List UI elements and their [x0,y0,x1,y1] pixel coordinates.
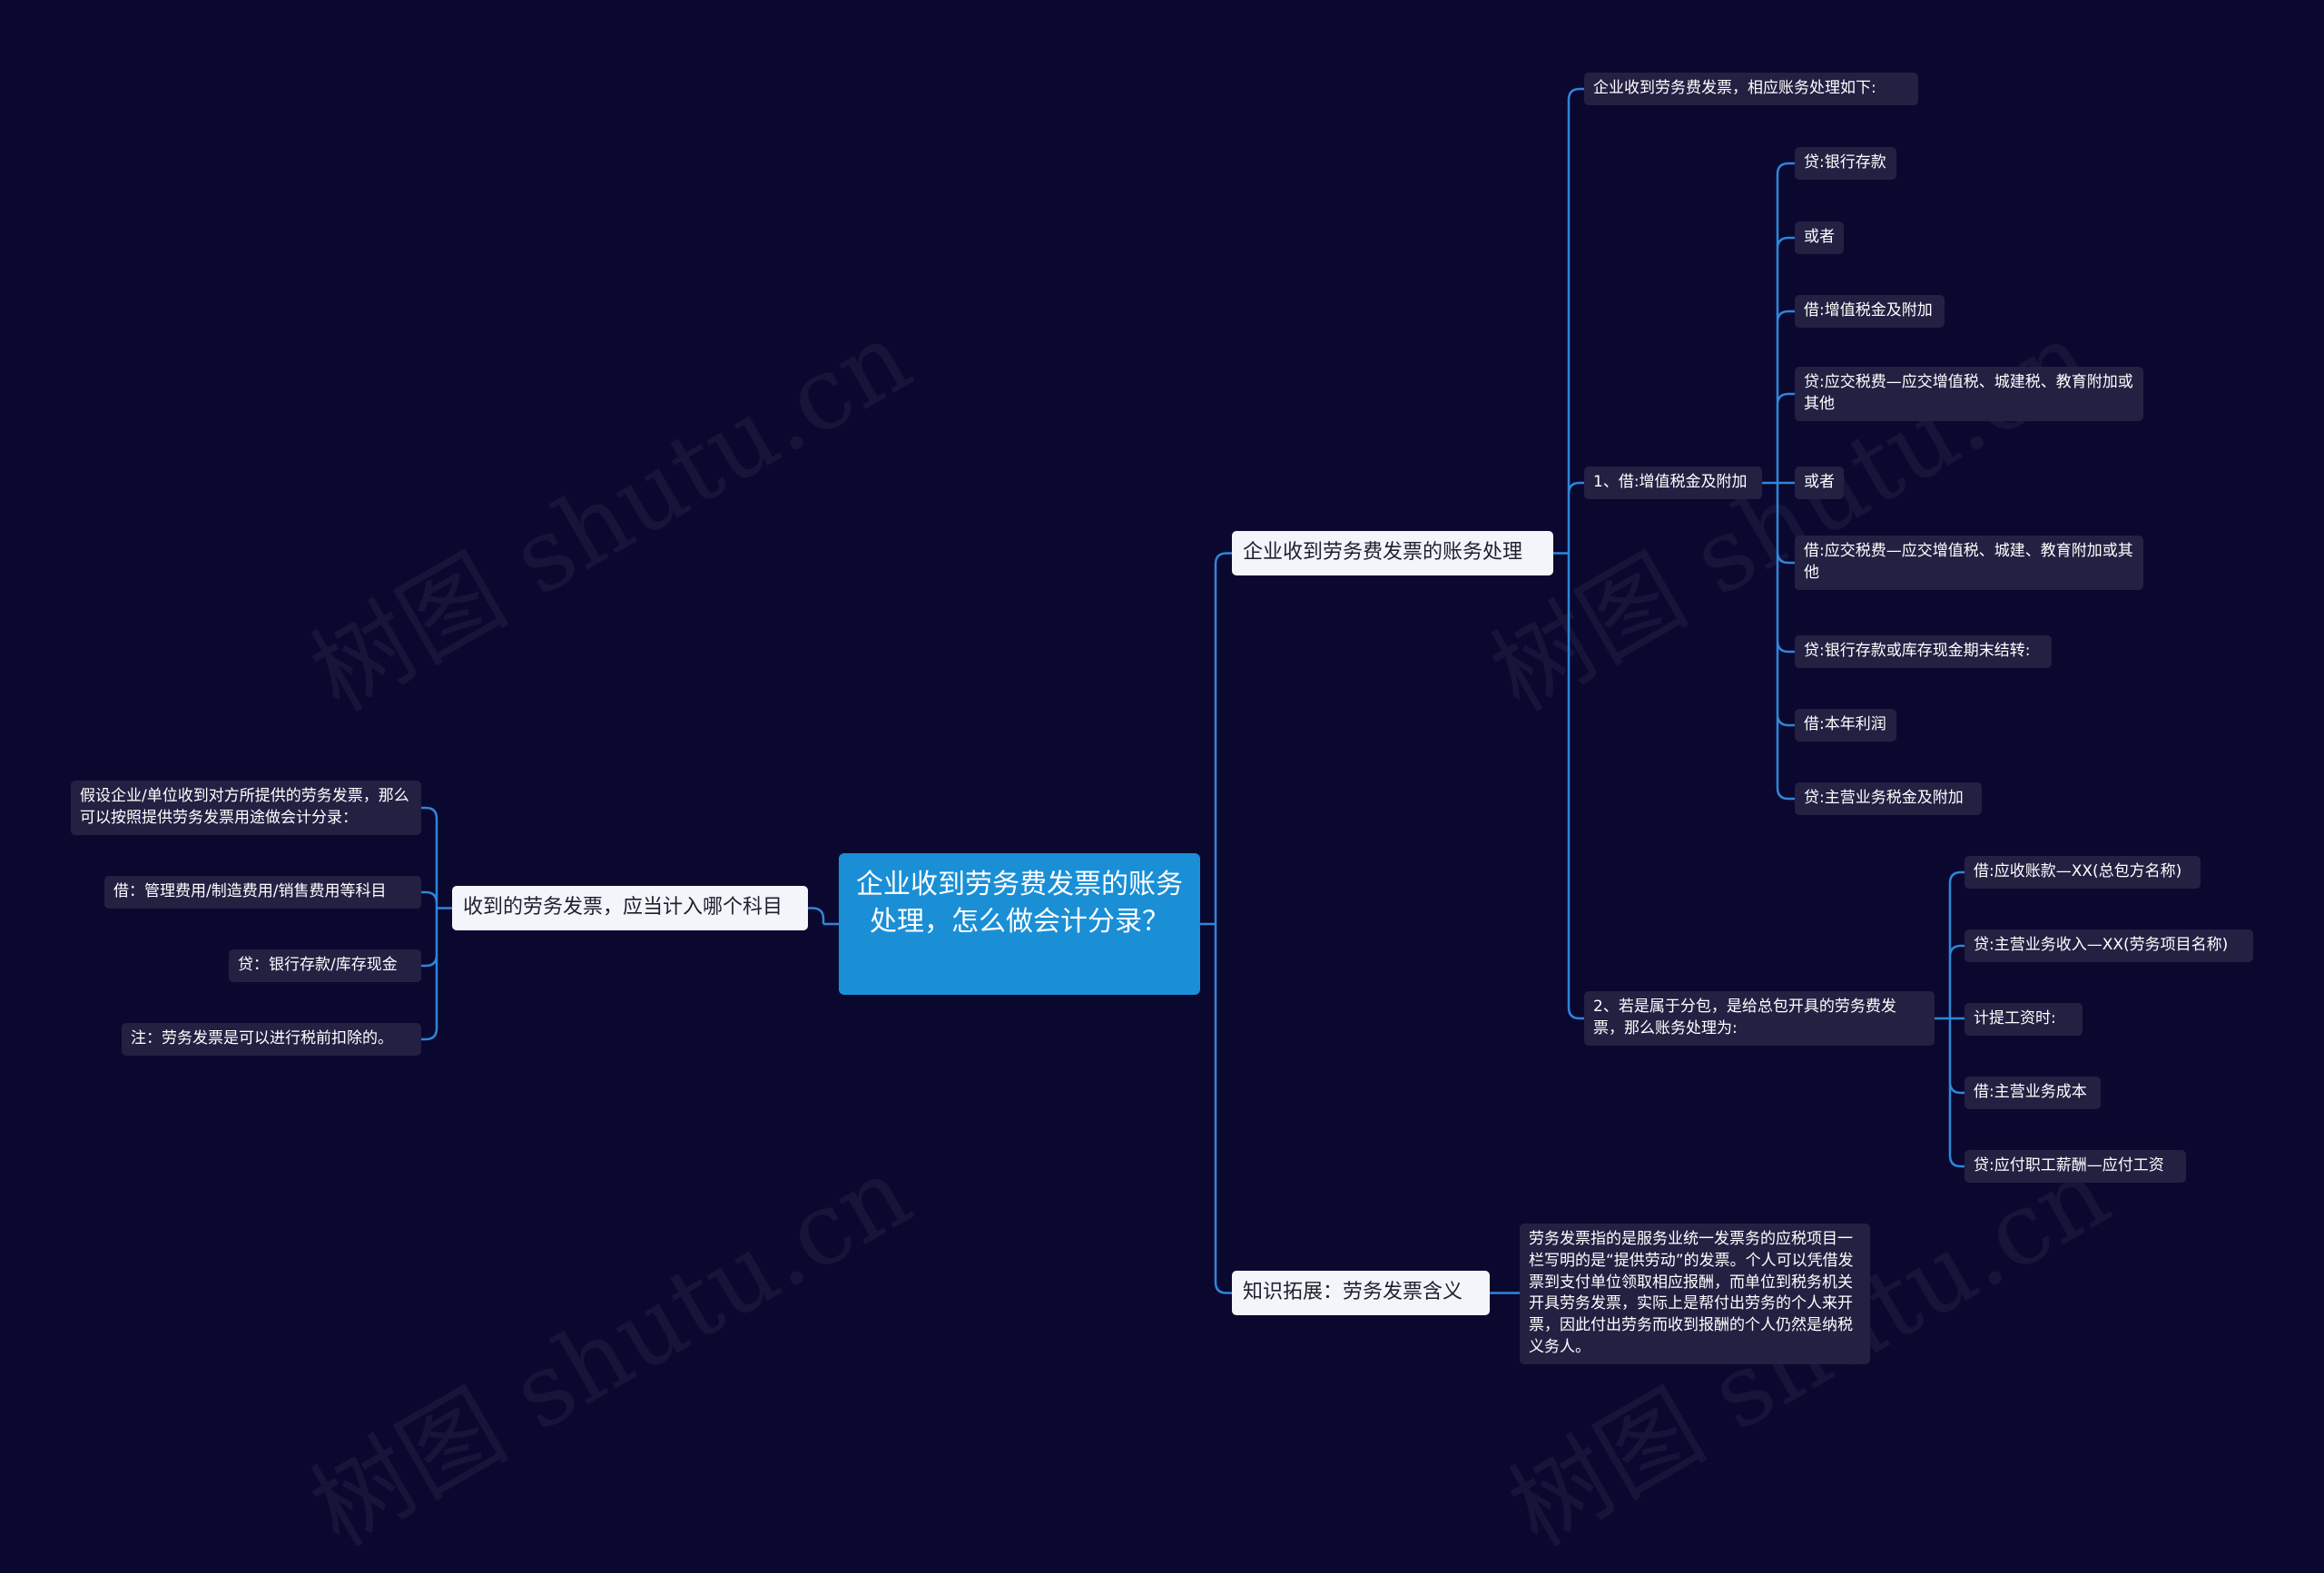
leaf-item1-2[interactable]: 借:增值税金及附加 [1795,295,1945,328]
root-topic-connectors [1200,552,1232,1294]
root-topic-connector-path [808,907,839,926]
leaf-item1-8[interactable]: 贷:主营业务税金及附加 [1795,782,1982,815]
leaf-item2-4[interactable]: 贷:应付职工薪酬—应付工资 [1965,1150,2186,1183]
leaf-item1-7[interactable]: 借:本年利润 [1795,709,1896,742]
topic-left-connectors [421,806,452,1041]
leaf-item2-0[interactable]: 借:应收账款—XX(总包方名称) [1965,856,2201,889]
subtopic-item2[interactable]: 2、若是属于分包，是给总包开具的劳务费发票，那么账务处理为: [1584,991,1935,1046]
leaf-item1-3[interactable]: 贷:应交税费—应交增值税、城建税、教育附加或其他 [1795,367,2143,421]
root-topic[interactable]: 企业收到劳务费发票的账务处理，怎么做会计分录？ [839,853,1200,995]
topic-left[interactable]: 收到的劳务发票，应当计入哪个科目 [452,886,808,930]
leaf-item1-1[interactable]: 或者 [1795,221,1844,254]
leaf-item2-1[interactable]: 贷:主营业务收入—XX(劳务项目名称) [1965,929,2253,962]
leaf-knowledge-detail[interactable]: 劳务发票指的是服务业统一发票务的应税项目一栏写明的是“提供劳动”的发票。个人可以… [1520,1224,1870,1364]
topic-knowledge[interactable]: 知识拓展：劳务发票含义 [1232,1271,1490,1315]
subtopic-item2-connector-path [1935,870,1965,1168]
topic-left-connector-path [421,806,452,1041]
leaf-item1-4[interactable]: 或者 [1795,467,1844,499]
leaf-item2-2[interactable]: 计提工资时: [1965,1003,2083,1036]
leaf-left-2[interactable]: 贷：银行存款/库存现金 [229,949,421,982]
leaf-intro[interactable]: 企业收到劳务费发票，相应账务处理如下: [1584,73,1918,105]
leaf-item1-0[interactable]: 贷:银行存款 [1795,147,1896,180]
connector-lines [421,87,1965,1294]
topic-accounting[interactable]: 企业收到劳务费发票的账务处理 [1232,531,1553,575]
leaf-left-0[interactable]: 假设企业/单位收到对方所提供的劳务发票，那么可以按照提供劳务发票用途做会计分录： [71,781,421,835]
subtopic-item1-connector-path [1762,162,1795,801]
leaf-item2-3[interactable]: 借:主营业务成本 [1965,1077,2101,1109]
leaf-left-1[interactable]: 借：管理费用/制造费用/销售费用等科目 [104,876,421,909]
subtopic-item1[interactable]: 1、借:增值税金及附加 [1584,467,1762,499]
leaf-item1-6[interactable]: 贷:银行存款或库存现金期末结转: [1795,635,2052,668]
subtopic-item1-connectors [1762,162,1795,801]
root-topic-connector-path [1200,552,1232,1294]
topic-accounting-connectors [1553,87,1584,1020]
leaf-item1-5[interactable]: 借:应交税费—应交增值税、城建、教育附加或其他 [1795,536,2143,590]
topic-accounting-connector-path [1553,87,1584,1020]
leaf-left-3[interactable]: 注：劳务发票是可以进行税前扣除的。 [122,1023,421,1056]
subtopic-item2-connectors [1935,870,1965,1168]
root-topic-connectors [808,907,839,926]
